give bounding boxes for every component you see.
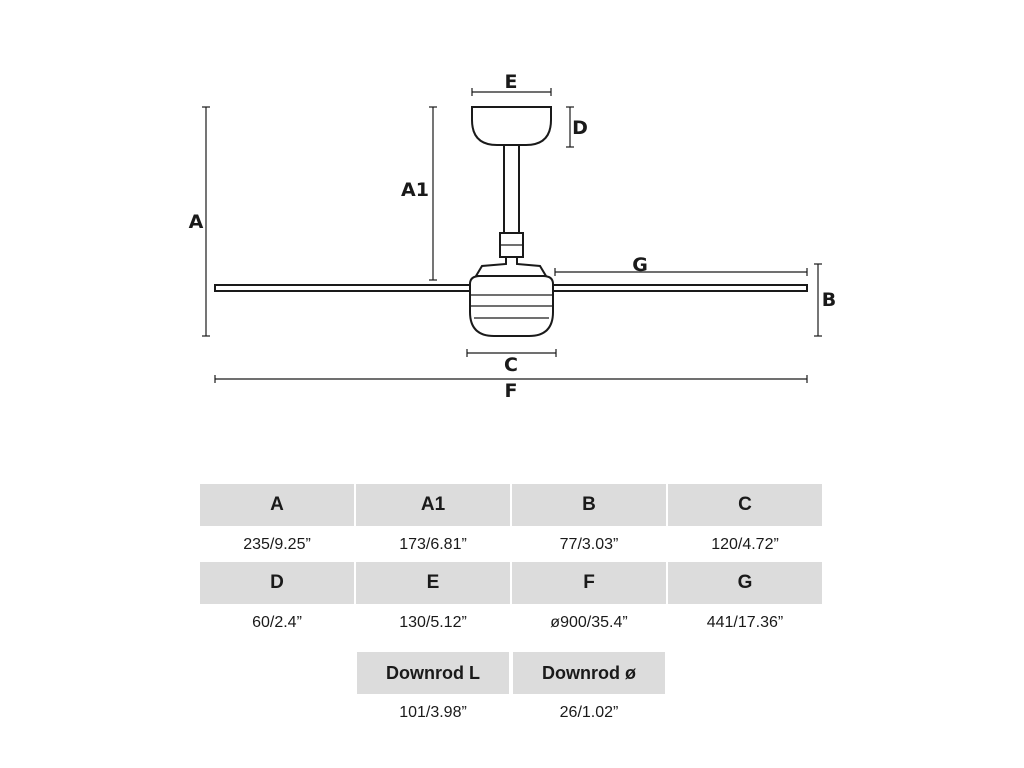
label-b: B — [822, 289, 836, 311]
table-header-g: G — [668, 562, 822, 604]
table-value-c: 120/4.72” — [711, 536, 779, 553]
table-value-downrod-diameter: 26/1.02” — [559, 704, 619, 721]
table-value-b: 77/3.03” — [559, 536, 619, 553]
table-value-e: 130/5.12” — [399, 614, 467, 631]
canopy — [471, 106, 552, 146]
fan-dimension-diagram: E D A1 A G B C F — [189, 71, 837, 402]
label-g: G — [632, 254, 648, 276]
label-a: A — [189, 211, 204, 233]
table-value-g: 441/17.36” — [706, 614, 784, 631]
table-header-d: D — [200, 562, 354, 604]
blade-left — [214, 284, 471, 292]
label-e: E — [505, 71, 518, 93]
label-f: F — [505, 380, 518, 402]
table-header-f: F — [512, 562, 666, 604]
table-value-f: ø900/35.4” — [550, 614, 628, 631]
table-header-a1: A1 — [356, 484, 510, 526]
table-header-b: B — [512, 484, 666, 526]
table-header-downrod-length: Downrod L — [357, 652, 509, 694]
table-header-downrod-diameter: Downrod ø — [513, 652, 665, 694]
table-header-a: A — [200, 484, 354, 526]
blade-right — [552, 284, 808, 292]
label-c: C — [504, 354, 518, 376]
label-d: D — [572, 117, 588, 139]
table-header-c: C — [668, 484, 822, 526]
table-value-a: 235/9.25” — [243, 536, 311, 553]
downrod — [503, 144, 520, 234]
table-header-e: E — [356, 562, 510, 604]
motor-collar — [474, 256, 548, 277]
label-a1: A1 — [401, 179, 429, 201]
table-value-a1: 173/6.81” — [399, 536, 467, 553]
table-value-d: 60/2.4” — [252, 614, 302, 631]
table-value-downrod-length: 101/3.98” — [399, 704, 467, 721]
